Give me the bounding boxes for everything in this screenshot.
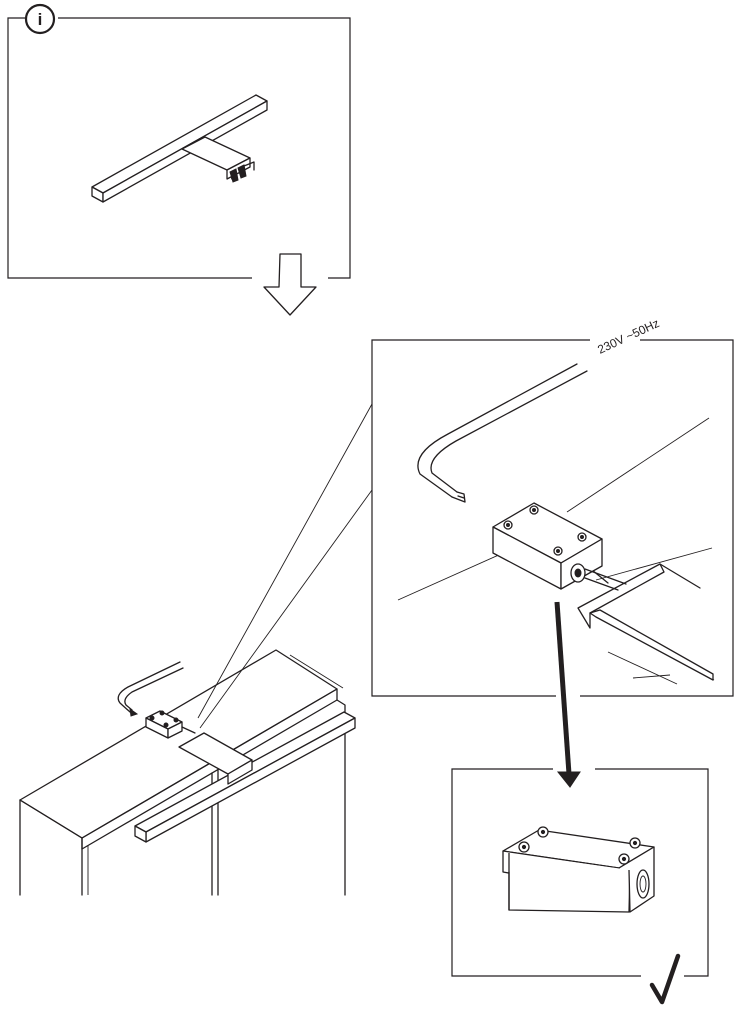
check-icon <box>649 953 681 1005</box>
down-outline-arrow-icon <box>263 253 317 316</box>
detail-panel-frame <box>371 339 734 697</box>
result-panel-frame <box>451 768 709 977</box>
mounting-bracket <box>577 563 714 681</box>
info-icon: i <box>24 3 56 35</box>
info-panel-frame <box>7 17 351 279</box>
cabinet-illustration <box>19 649 356 896</box>
info-icon-symbol: i <box>38 10 43 29</box>
down-arrow-icon <box>554 601 581 788</box>
light-bar-illustration <box>91 94 268 203</box>
screw-heads <box>518 826 641 865</box>
power-cable <box>417 363 588 503</box>
junction-box-result <box>502 826 655 913</box>
result-panel <box>451 768 709 1005</box>
zoom-callout-lines <box>197 403 373 729</box>
junction-box-detail <box>492 502 627 591</box>
info-panel: i <box>7 3 351 279</box>
voltage-label: 230V ~50Hz <box>595 316 661 357</box>
detail-panel: 230V ~50Hz <box>371 316 734 697</box>
